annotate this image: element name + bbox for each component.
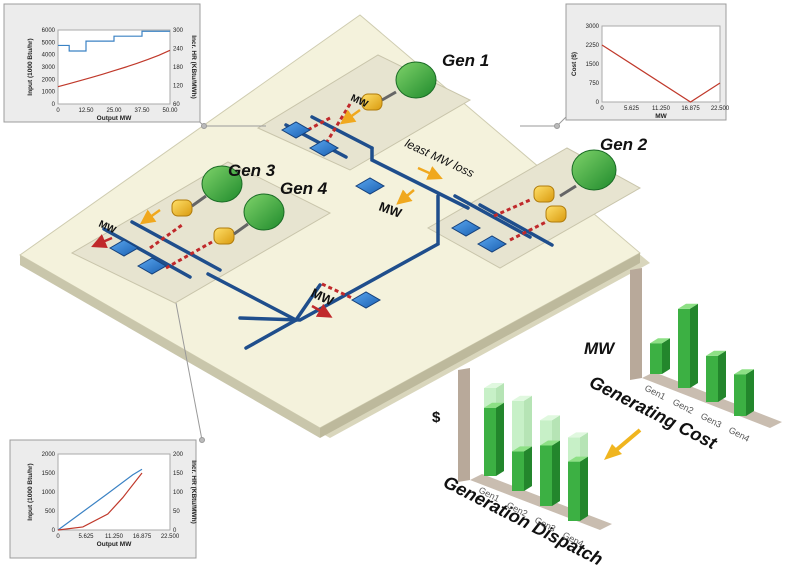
x-tick-label: 0 <box>56 534 60 540</box>
cost-bar <box>706 350 726 402</box>
cost-title: Generating Cost <box>586 372 721 454</box>
cost-bar <box>734 369 754 416</box>
chart-panel-top-left: 0 12.50 25.00 37.50 50.00 0 1000 2000 3000 4000 50… <box>3 3 201 123</box>
y-axis-label: Cost ($) <box>571 52 578 76</box>
load-transformers <box>321 177 386 309</box>
y2-tick-label: 0 <box>173 528 177 534</box>
x-tick-label: 5.625 <box>78 534 94 540</box>
x-tick-label: 50.00 <box>162 108 178 114</box>
y-tick-label: 0 <box>596 100 600 106</box>
dispatch-bar <box>568 456 588 521</box>
y2-tick-label: 120 <box>173 84 184 90</box>
y-tick-label: 6000 <box>42 28 56 34</box>
y2-tick-label: 50 <box>173 509 180 515</box>
x-tick-label: 11.250 <box>652 106 671 112</box>
y2-tick-label: 240 <box>173 47 184 53</box>
y2-axis-label: Incr. HR (KBtu/MWh) <box>190 35 197 99</box>
cost-axis-label: MW <box>584 339 616 358</box>
y2-tick-label: 200 <box>173 452 184 458</box>
x-tick-label: 0 <box>600 106 604 112</box>
y-tick-label: 4000 <box>42 53 56 59</box>
cost-to-dispatch-arrow <box>604 428 642 460</box>
series-line-0 <box>57 468 143 531</box>
series-line-1 <box>57 472 143 531</box>
gen1-label: Gen 1 <box>442 51 489 70</box>
x-tick-label: 0 <box>56 108 60 114</box>
y-tick-label: 1500 <box>42 471 56 477</box>
gen2-unit <box>450 149 617 253</box>
series-line-0 <box>57 49 171 88</box>
gen3-label: Gen 3 <box>228 161 276 180</box>
x-tick-label: 16.875 <box>133 534 152 540</box>
cost-bar <box>678 303 698 388</box>
x-tick-label: 16.875 <box>681 106 700 112</box>
y2-axis-label: Incr. HR (KBtu/MWh) <box>190 460 197 524</box>
y-axis-label: Input (1000 Btu/hr) <box>27 463 34 520</box>
x-tick-label: 22.500 <box>161 534 180 540</box>
x-tick-label: 5.625 <box>624 106 640 112</box>
y-tick-label: 750 <box>589 81 600 87</box>
y-tick-label: 3000 <box>586 24 600 30</box>
x-axis-label: Output MW <box>97 115 133 122</box>
y-tick-label: 1000 <box>42 90 56 96</box>
series-line-0 <box>601 44 721 103</box>
y-tick-label: 3000 <box>42 65 56 71</box>
x-tick-label: 25.00 <box>106 108 122 114</box>
gen34-units <box>108 165 285 275</box>
y-tick-label: 2250 <box>586 43 600 49</box>
y-axis-label: Input (1000 Btu/hr) <box>27 38 34 95</box>
y2-tick-label: 300 <box>173 28 184 34</box>
flow-arrows <box>91 108 443 318</box>
x-axis-label: Output MW <box>97 541 133 548</box>
y-tick-label: 2000 <box>42 452 56 458</box>
cost-category-label: Gen4 <box>727 425 751 444</box>
board <box>19 14 650 438</box>
chart-panel-top-right: 0 5.625 11.250 16.875 22.500 0 750 1500 2250 3000… <box>565 3 730 121</box>
x-tick-label: 12.50 <box>78 108 94 114</box>
dispatch-bar <box>540 440 560 506</box>
y-tick-label: 0 <box>52 528 56 534</box>
y2-tick-label: 60 <box>173 102 180 108</box>
y-tick-label: 1000 <box>42 490 56 496</box>
dispatch-bar <box>512 446 532 491</box>
y-tick-label: 1500 <box>586 62 600 68</box>
dispatch-axis-label: $ <box>432 409 441 426</box>
y2-tick-label: 180 <box>173 65 184 71</box>
gen4-label: Gen 4 <box>280 179 328 198</box>
y-tick-label: 0 <box>52 102 56 108</box>
y2-tick-label: 150 <box>173 471 184 477</box>
gen2-label: Gen 2 <box>600 135 648 154</box>
x-tick-label: 11.250 <box>105 534 124 540</box>
cost-bar <box>650 338 670 374</box>
series-line-1 <box>58 30 170 52</box>
x-axis-label: MW <box>655 113 667 120</box>
x-tick-label: 22.500 <box>711 106 730 112</box>
x-tick-label: 37.50 <box>134 108 150 114</box>
y2-tick-label: 100 <box>173 490 184 496</box>
y-tick-label: 5000 <box>42 40 56 46</box>
y-tick-label: 500 <box>45 509 56 515</box>
dispatch-bar <box>484 402 504 476</box>
y-tick-label: 2000 <box>42 77 56 83</box>
